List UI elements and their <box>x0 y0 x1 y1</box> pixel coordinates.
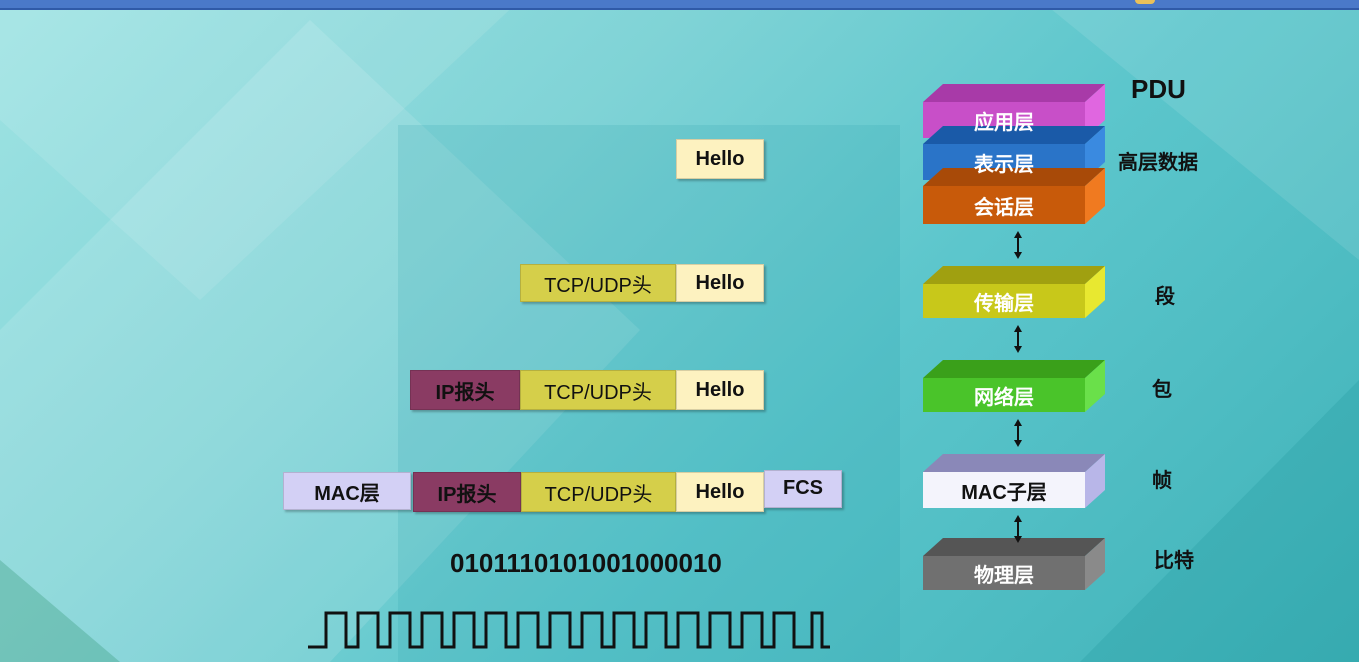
arrow-transport-network <box>1014 325 1022 353</box>
ip-header-row4: IP报头 <box>413 472 521 512</box>
layer-label-session: 会话层 <box>974 196 1034 219</box>
signal-waveform <box>308 611 830 649</box>
hello-cell-row4: Hello <box>676 472 764 512</box>
pdu-label-frame: 帧 <box>1152 470 1172 492</box>
hello-cell-row1: Hello <box>676 139 764 179</box>
pdu-title: PDU <box>1131 74 1186 104</box>
ip-header-row3: IP报头 <box>410 370 520 410</box>
mac-header-row4: MAC层 <box>283 472 411 510</box>
top-bar-accent <box>1135 0 1155 4</box>
layer-label-network: 网络层 <box>974 386 1034 409</box>
pdu-label-high-data: 高层数据 <box>1118 152 1198 174</box>
tcp-udp-header-row4: TCP/UDP头 <box>521 472 676 512</box>
fcs-trailer-row4: FCS <box>764 470 842 508</box>
layer-label-application: 应用层 <box>974 111 1034 134</box>
pdu-label-bit: 比特 <box>1154 550 1194 572</box>
hello-cell-row3: Hello <box>676 370 764 410</box>
top-bar <box>0 0 1359 10</box>
arrow-mac-physical <box>1014 515 1022 543</box>
tcp-udp-header-row3: TCP/UDP头 <box>520 370 676 410</box>
pdu-label-packet: 包 <box>1152 379 1172 401</box>
pdu-label-segment: 段 <box>1155 286 1175 308</box>
layer-label-mac: MAC子层 <box>961 481 1047 504</box>
layer-label-transport: 传输层 <box>974 292 1034 315</box>
layer-label-presentation: 表示层 <box>974 153 1034 176</box>
arrow-session-transport <box>1014 231 1022 259</box>
tcp-udp-header-row2: TCP/UDP头 <box>520 264 676 302</box>
arrow-network-mac <box>1014 419 1022 447</box>
layer-label-physical: 物理层 <box>974 564 1034 587</box>
bit-stream: 0101110101001000010 <box>450 548 722 578</box>
hello-cell-row2: Hello <box>676 264 764 302</box>
